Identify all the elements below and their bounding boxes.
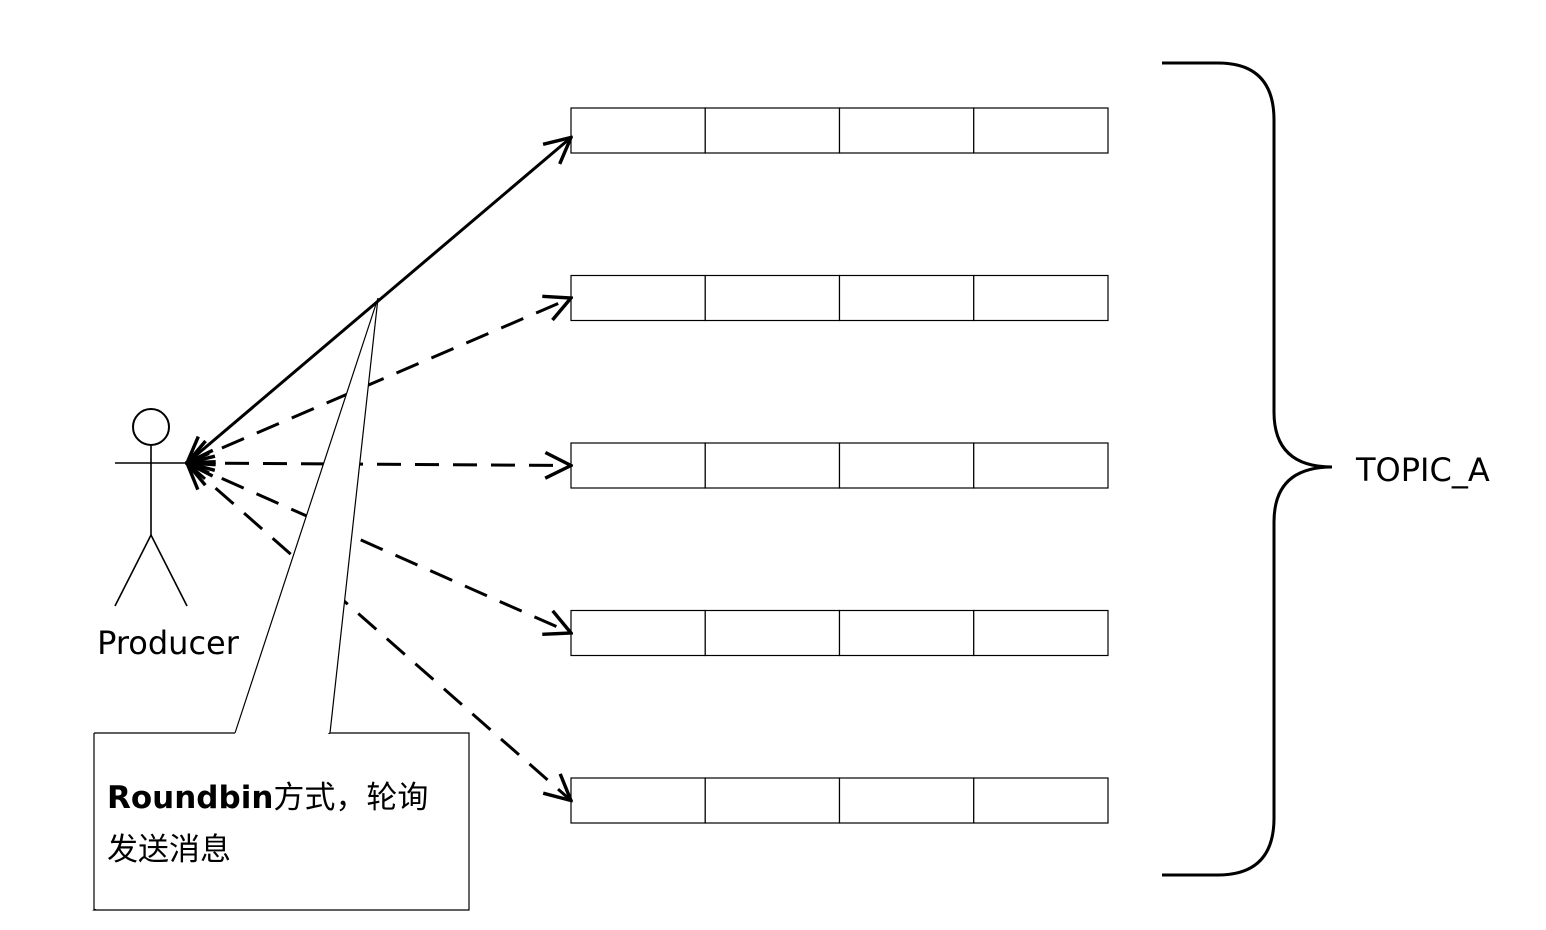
partition-cell	[704, 777, 841, 824]
partition-cell	[570, 609, 706, 657]
partition-2	[570, 274, 1109, 322]
partition-5	[570, 777, 1109, 824]
partition-cell	[973, 777, 1109, 824]
note-text-line2: 发送消息	[107, 832, 231, 868]
partition-1	[570, 107, 1109, 154]
partition-3	[570, 442, 1109, 489]
partition-cell	[973, 107, 1109, 154]
partition-cell	[973, 609, 1109, 657]
partition-cell	[570, 274, 706, 322]
arrow-to-partition-1	[187, 138, 571, 464]
partition-cell	[838, 274, 975, 322]
partition-cell	[704, 609, 841, 657]
partition-4	[570, 609, 1109, 657]
arrow-to-partition-4	[187, 463, 571, 633]
partition-cell	[704, 442, 841, 489]
partition-cell	[570, 777, 706, 824]
topic-brace	[1162, 61, 1333, 877]
partition-cell	[704, 274, 841, 322]
partitions-group	[570, 107, 1109, 824]
note-line1-rest: 方式，轮询	[273, 780, 428, 816]
partition-cell	[838, 609, 975, 657]
partition-cell	[570, 107, 706, 154]
partition-cell	[973, 274, 1109, 322]
topic-label: TOPIC_A	[1355, 451, 1490, 489]
actor-head	[132, 408, 170, 446]
note-callout: Roundbin方式，轮询 发送消息	[92, 297, 470, 911]
arrow-to-partition-5	[187, 463, 571, 801]
note-text-line1: Roundbin方式，轮询	[107, 780, 428, 816]
arrow-to-partition-2	[187, 298, 571, 463]
producer-actor-icon	[114, 408, 188, 607]
note-bold-text: Roundbin	[107, 780, 273, 816]
partition-cell	[838, 442, 975, 489]
partition-cell	[838, 777, 975, 824]
producer-label: Producer	[97, 624, 240, 662]
actor-left-leg	[114, 534, 152, 607]
arrows-group	[187, 138, 571, 801]
actor-right-leg	[150, 534, 188, 607]
partition-cell	[570, 442, 706, 489]
partition-cell	[838, 107, 975, 154]
partition-cell	[704, 107, 841, 154]
partition-cell	[973, 442, 1109, 489]
note-pointer	[234, 297, 379, 734]
arrow-to-partition-3	[187, 463, 571, 466]
